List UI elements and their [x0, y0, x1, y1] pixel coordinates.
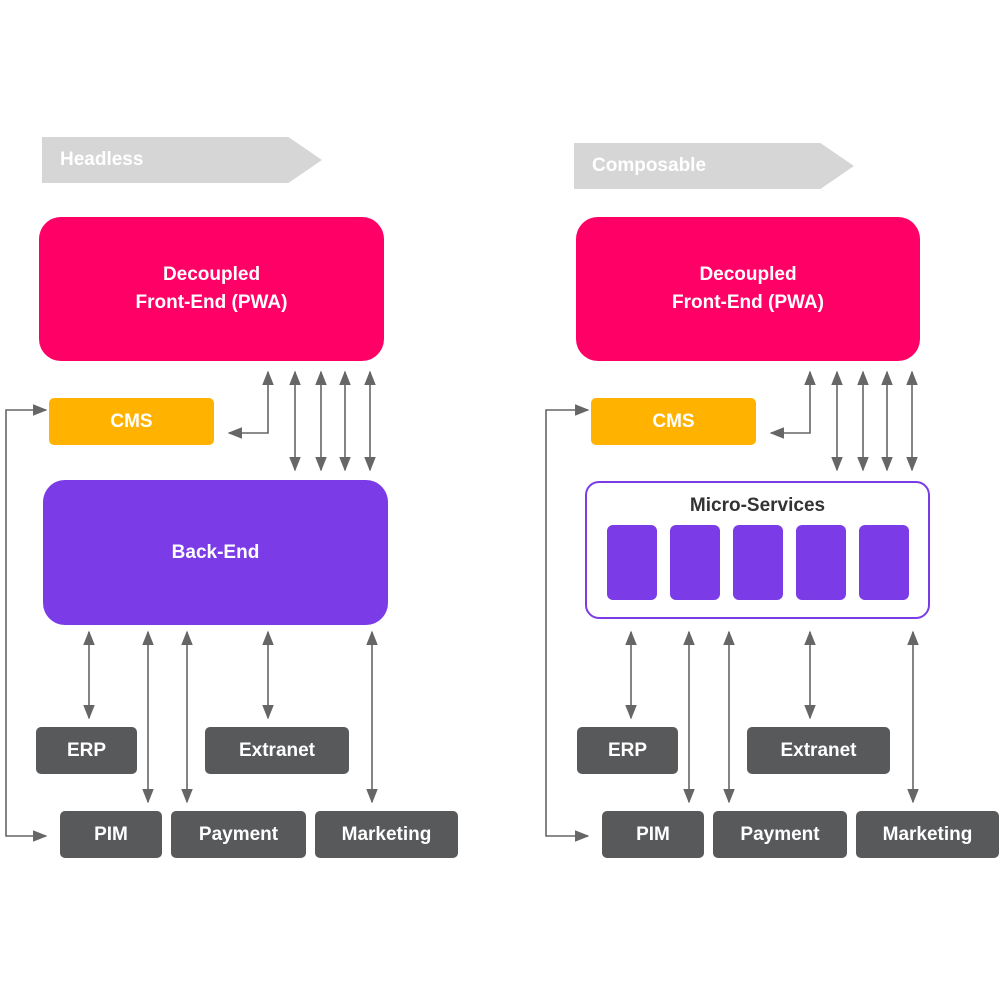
composable-payment-box: Payment	[713, 811, 847, 858]
composable-extranet-box: Extranet	[747, 727, 890, 774]
micro-service-cell	[607, 525, 657, 600]
headless-extranet-label: Extranet	[238, 739, 316, 761]
headless-erp-label: ERP	[66, 739, 107, 761]
headless-marketing-box: Marketing	[315, 811, 458, 858]
micro-services-title: Micro-Services	[689, 495, 826, 516]
composable-pim-label: PIM	[636, 823, 670, 845]
headless-pim-box: PIM	[60, 811, 162, 858]
frontend-cms-connector	[227, 370, 274, 439]
headless-tag-label: Headless	[60, 149, 144, 170]
composable-extranet-label: Extranet	[780, 739, 857, 761]
headless-frontend-label: Decoupled Front-End (PWA)	[135, 264, 288, 313]
headless-backend-box: Back-End	[43, 480, 388, 625]
composable-payment-label: Payment	[740, 823, 820, 845]
headless-frontend-box: Decoupled Front-End (PWA)	[39, 217, 384, 361]
composable-tag-label: Composable	[592, 155, 707, 176]
headless-cms-label: CMS	[110, 410, 153, 432]
composable-pim-box: PIM	[602, 811, 704, 858]
micro-service-cell	[859, 525, 909, 600]
composable-erp-label: ERP	[607, 739, 648, 761]
composable-tag: Composable	[574, 143, 854, 189]
headless-payment-label: Payment	[198, 823, 279, 845]
composable-frontend-label: Decoupled Front-End (PWA)	[672, 264, 824, 313]
headless-extranet-box: Extranet	[205, 727, 349, 774]
composable-cms-label: CMS	[652, 410, 695, 432]
cms-pim-connector-2	[545, 404, 590, 842]
frontend-cms-connector-2	[769, 370, 816, 439]
composable-erp-box: ERP	[577, 727, 678, 774]
headless-backend-label: Back-End	[171, 541, 260, 563]
micro-services-group: Micro-Services	[585, 481, 930, 619]
micro-service-cell	[670, 525, 720, 600]
micro-service-cell	[796, 525, 846, 600]
headless-erp-box: ERP	[36, 727, 137, 774]
composable-marketing-box: Marketing	[856, 811, 999, 858]
headless-cms-box: CMS	[49, 398, 214, 445]
headless-pim-label: PIM	[94, 823, 128, 845]
headless-tag: Headless	[42, 137, 322, 183]
composable-marketing-label: Marketing	[882, 823, 973, 845]
headless-marketing-label: Marketing	[341, 823, 432, 845]
micro-service-cell	[733, 525, 783, 600]
cms-pim-connector	[5, 404, 48, 842]
composable-frontend-box: Decoupled Front-End (PWA)	[576, 217, 920, 361]
composable-cms-box: CMS	[591, 398, 756, 445]
headless-payment-box: Payment	[171, 811, 306, 858]
